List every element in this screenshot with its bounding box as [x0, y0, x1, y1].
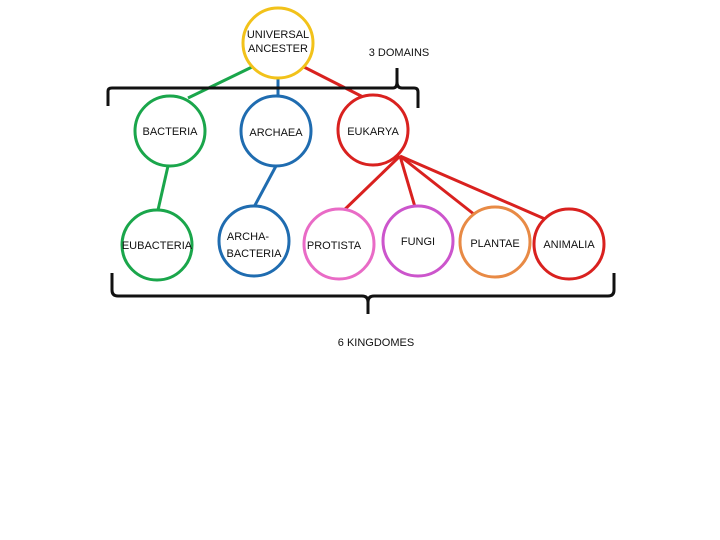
fungi-node: [381, 204, 455, 278]
archaea-label: ARCHAEA: [249, 127, 303, 139]
edge-eukarya-plantae: [399, 154, 476, 217]
edge-eukarya-fungi: [398, 155, 417, 208]
eubacteria-label: EUBACTERIA: [122, 240, 193, 252]
bacteria-label: BACTERIA: [142, 126, 198, 138]
edge-archaea-archabacteria: [252, 165, 278, 208]
root-label-line2: ANCESTER: [248, 43, 308, 55]
edge-root-bacteria: [187, 65, 253, 100]
plantae-node: [458, 205, 532, 279]
kingdoms-label: 6 KINGDOMES: [338, 337, 414, 349]
edge-bacteria-eubacteria: [156, 165, 170, 211]
edge-eukarya-protista: [338, 154, 402, 216]
archabacteria-node: [217, 204, 291, 278]
animalia-label: ANIMALIA: [543, 239, 595, 251]
archabacteria-label-line2: BACTERIA: [226, 248, 282, 260]
animalia-node: [532, 207, 606, 281]
archabacteria-label-line1: ARCHA-: [227, 231, 270, 243]
fungi-label: FUNGI: [401, 236, 435, 248]
bacteria-node: [133, 94, 207, 168]
edge-eukarya-animalia: [399, 154, 546, 221]
archaea-node: [239, 94, 313, 168]
edge-root-eukarya: [301, 64, 366, 100]
eukarya-node: [336, 93, 410, 167]
root-node: [241, 6, 315, 80]
kingdoms-brace: [110, 273, 616, 314]
eubacteria-node: [120, 208, 194, 282]
protista-label: PROTISTA: [307, 240, 362, 252]
protista-node: [302, 207, 376, 281]
eukarya-label: EUKARYA: [347, 126, 399, 138]
domains-brace: [106, 68, 420, 108]
domains-label: 3 DOMAINS: [369, 47, 430, 59]
plantae-label: PLANTAE: [470, 238, 519, 250]
root-label-line1: UNIVERSAL: [247, 29, 309, 41]
